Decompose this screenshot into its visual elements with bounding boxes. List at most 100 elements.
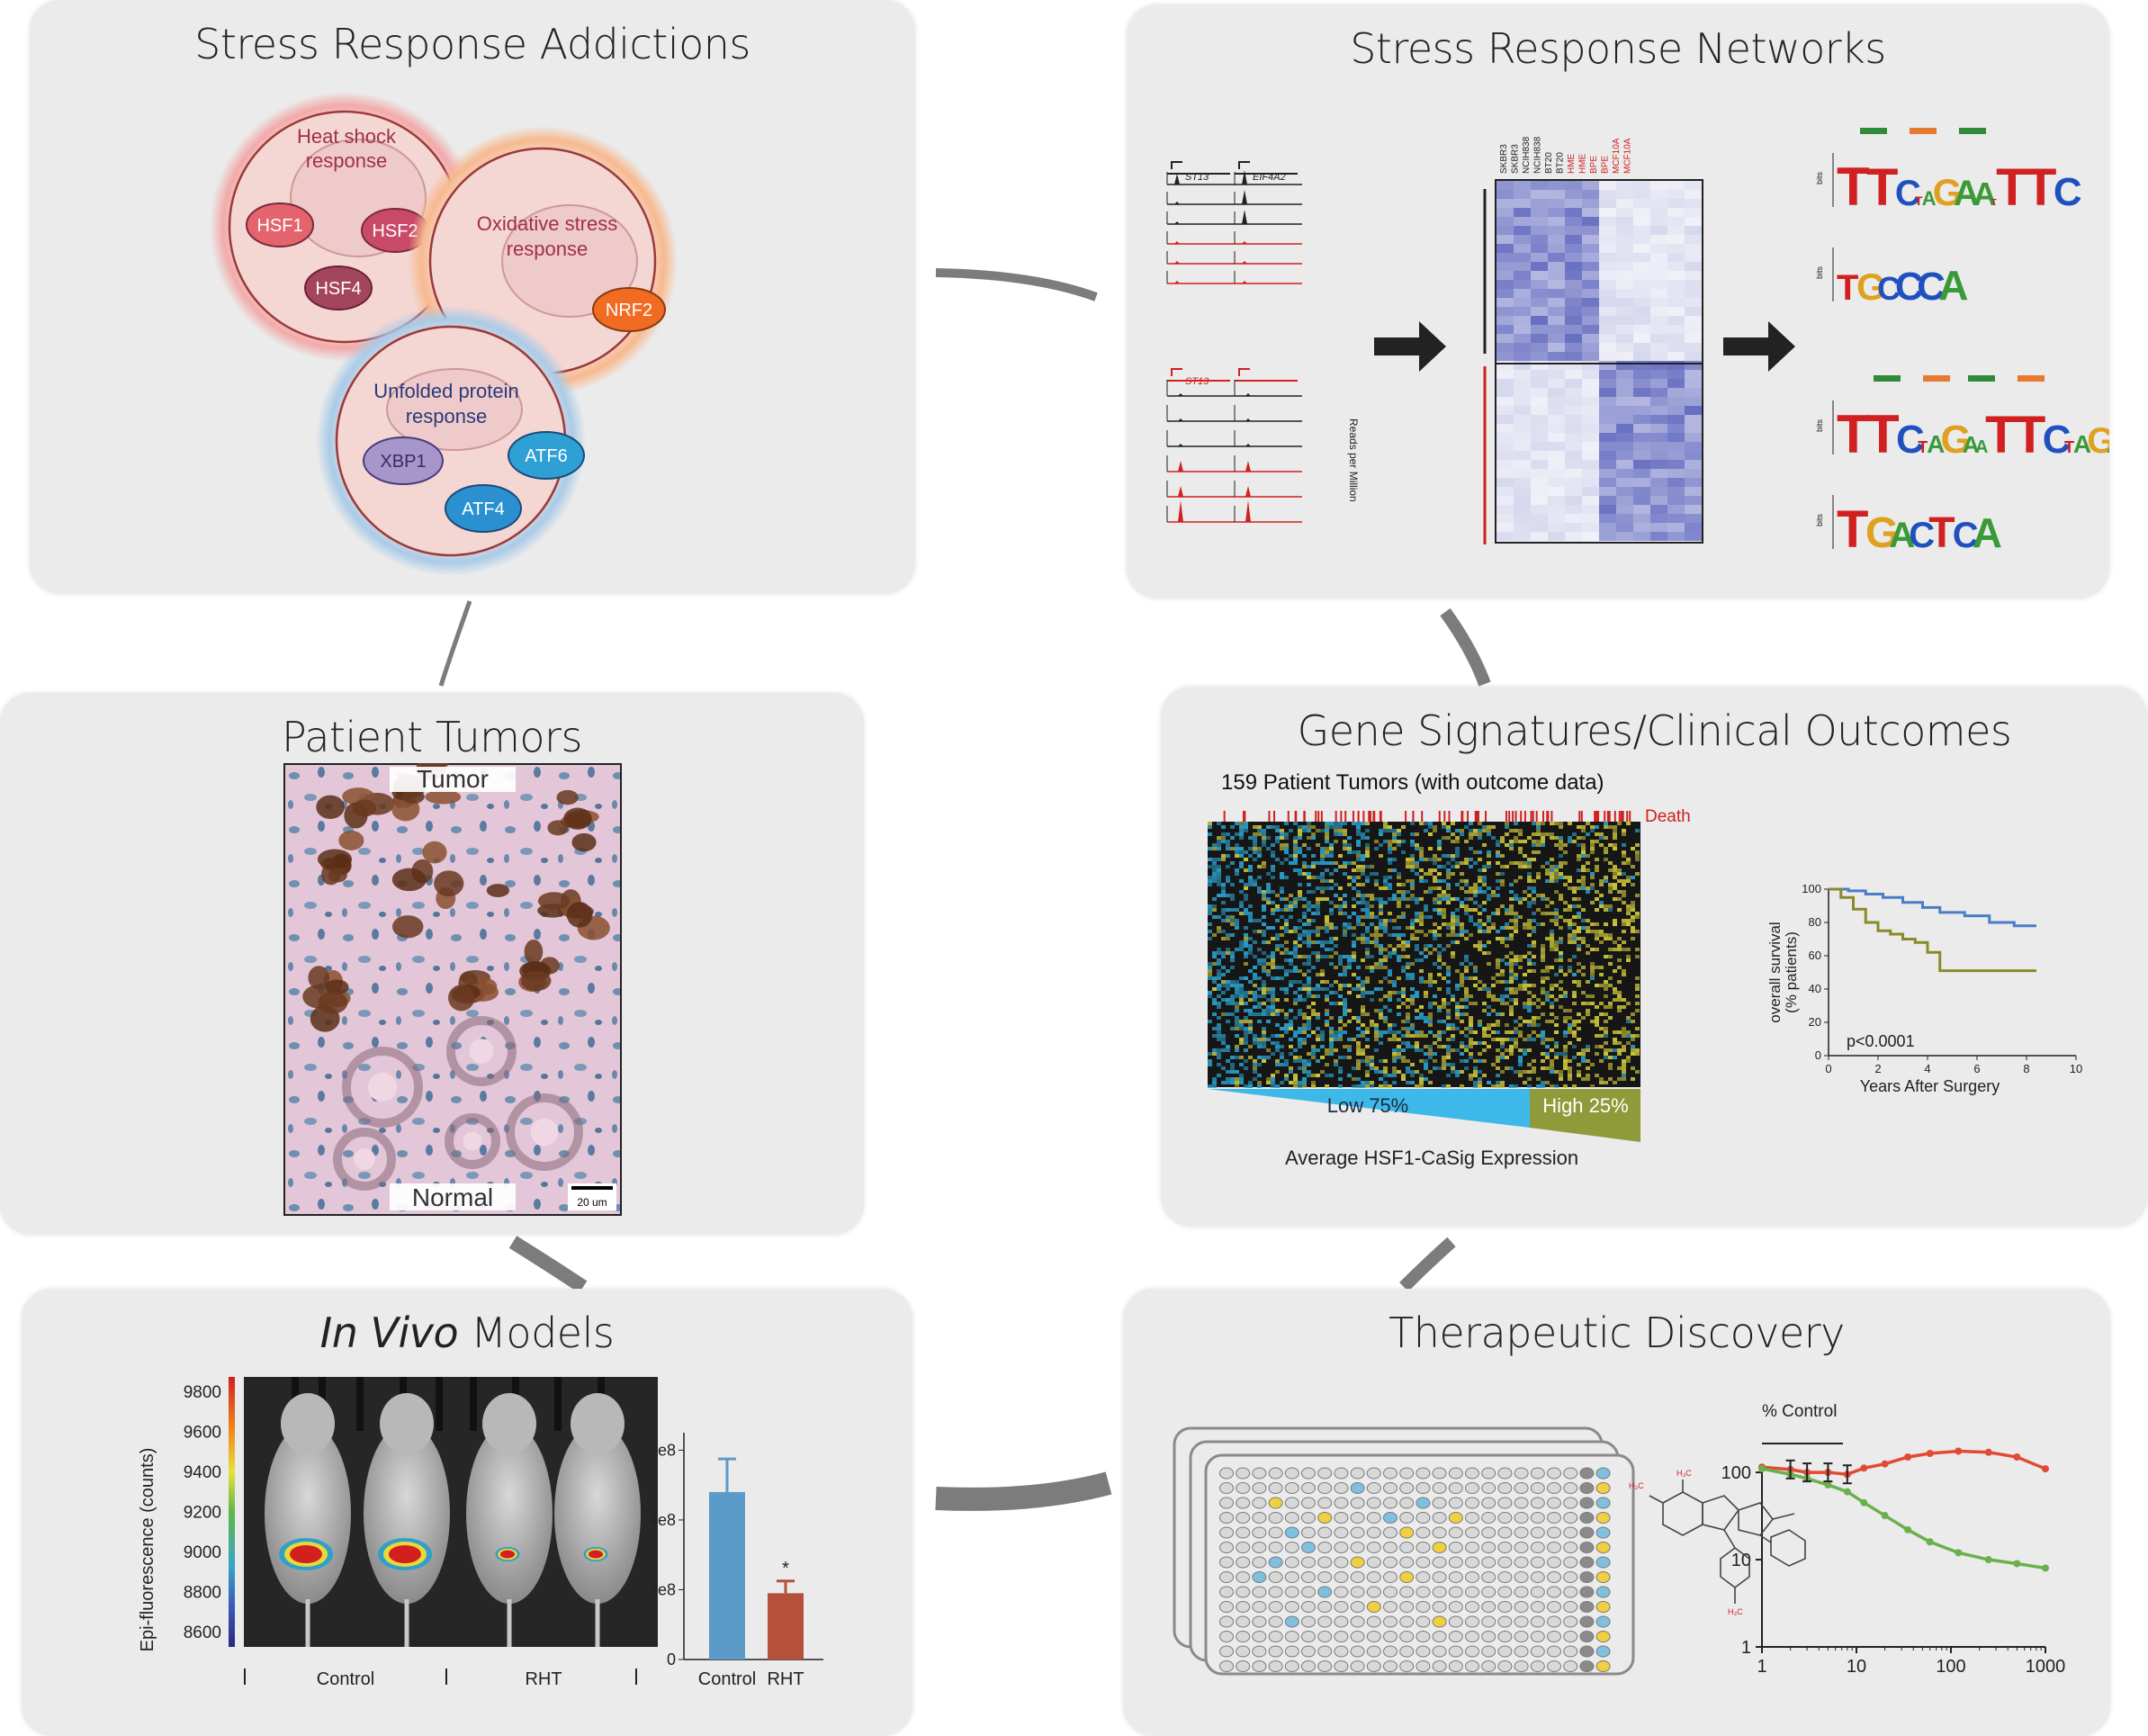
patient-heat-cell — [1311, 1048, 1316, 1052]
patient-heat-cell — [1352, 850, 1356, 854]
patient-heat-cell — [1505, 832, 1509, 836]
patient-heat-cell — [1388, 1038, 1392, 1041]
heat-shock-cell: Heat shock response HSF1 HSF2 HSF4 — [210, 92, 480, 362]
patient-heat-cell — [1388, 868, 1392, 872]
patient-heat-cell — [1635, 854, 1640, 858]
heatmap-cell — [1548, 388, 1565, 397]
patient-heat-cell — [1505, 1066, 1509, 1070]
y-tick-label: 40 — [1809, 982, 1821, 995]
stained-cell — [448, 985, 475, 1012]
gene-st13: ST13 — [1185, 172, 1209, 183]
patient-heat-cell — [1248, 998, 1253, 1002]
patient-heat-cell — [1307, 994, 1311, 998]
patient-heat-cell — [1455, 1002, 1460, 1005]
patient-heat-cell — [1608, 1063, 1613, 1066]
patient-heat-cell — [1325, 836, 1329, 840]
patient-heat-cell — [1514, 840, 1518, 843]
patient-heat-cell — [1577, 1027, 1581, 1030]
patient-heat-cell — [1514, 930, 1518, 933]
patient-heat-cell — [1572, 904, 1577, 908]
patient-heat-cell — [1451, 822, 1455, 825]
heatmap-cell — [1548, 379, 1565, 388]
patient-heat-cell — [1419, 897, 1424, 901]
patient-heat-cell — [1289, 1020, 1293, 1023]
patient-heat-cell — [1550, 940, 1554, 944]
patient-heat-cell — [1437, 1005, 1442, 1009]
patient-heat-cell — [1635, 843, 1640, 847]
patient-heat-cell — [1388, 973, 1392, 976]
patient-heat-cell — [1442, 894, 1446, 897]
patient-heat-cell — [1478, 944, 1482, 948]
patient-heat-cell — [1325, 987, 1329, 991]
patient-heat-cell — [1428, 832, 1433, 836]
heatmap-cell — [1514, 244, 1531, 253]
heatmap-cell — [1531, 343, 1548, 352]
well — [1547, 1526, 1561, 1539]
patient-heat-cell — [1388, 850, 1392, 854]
heatmap-cell — [1496, 316, 1514, 325]
patient-heat-cell — [1325, 854, 1329, 858]
heatmap-cell — [1685, 523, 1702, 532]
patient-heat-cell — [1230, 994, 1235, 998]
patient-heat-cell — [1244, 897, 1248, 901]
patient-heat-cell — [1379, 1070, 1383, 1074]
patient-heat-cell — [1631, 865, 1635, 868]
patient-heat-cell — [1347, 843, 1352, 847]
well — [1530, 1467, 1545, 1480]
patient-heat-cell — [1496, 973, 1500, 976]
dose-point — [1984, 1556, 1992, 1564]
patient-heat-cell — [1293, 948, 1298, 951]
well — [1481, 1556, 1496, 1569]
heatmap-cell — [1531, 496, 1548, 505]
patient-heat-cell — [1419, 976, 1424, 980]
heatmap-cell — [1650, 361, 1667, 370]
heatmap-cell — [1582, 307, 1599, 316]
dose-point — [2013, 1560, 2021, 1568]
patient-heat-cell — [1352, 933, 1356, 937]
heatmap-cell — [1650, 379, 1667, 388]
patient-heat-cell — [1509, 998, 1514, 1002]
patient-heat-cell — [1586, 1048, 1590, 1052]
patient-heat-cell — [1604, 1030, 1608, 1034]
patient-heat-cell — [1410, 962, 1415, 966]
patient-heat-cell — [1622, 861, 1626, 865]
patient-heat-cell — [1257, 1005, 1262, 1009]
patient-heat-cell — [1595, 832, 1599, 836]
patient-heat-cell — [1469, 832, 1473, 836]
arrow-right-icon — [1374, 321, 1446, 372]
patient-heat-cell — [1379, 908, 1383, 912]
patient-heat-cell — [1500, 994, 1505, 998]
patient-heat-cell — [1433, 886, 1437, 890]
patient-heat-cell — [1527, 1070, 1532, 1074]
patient-heat-cell — [1622, 894, 1626, 897]
patient-heat-cell — [1329, 908, 1334, 912]
heatmap-cell — [1667, 352, 1685, 361]
patient-heat-cell — [1302, 955, 1307, 958]
patient-heat-cell — [1581, 843, 1586, 847]
patient-heat-cell — [1307, 1070, 1311, 1074]
heatmap-cell — [1633, 190, 1650, 199]
patient-heat-cell — [1613, 836, 1617, 840]
patient-heat-cell — [1572, 1020, 1577, 1023]
patient-heat-cell — [1442, 1002, 1446, 1005]
heatmap-cell — [1548, 235, 1565, 244]
well — [1366, 1467, 1381, 1480]
patient-heat-cell — [1275, 966, 1280, 969]
patient-heat-cell — [1307, 872, 1311, 876]
well — [1284, 1615, 1299, 1628]
well — [1252, 1482, 1267, 1494]
patient-heat-cell — [1379, 829, 1383, 832]
heatmap-cell — [1685, 316, 1702, 325]
patient-heat-cell — [1523, 984, 1527, 987]
patient-heat-cell — [1320, 879, 1325, 883]
patient-heat-cell — [1446, 922, 1451, 926]
well — [1350, 1631, 1365, 1642]
patient-heat-cell — [1469, 1056, 1473, 1059]
well — [1334, 1586, 1349, 1598]
patient-heat-cell — [1478, 850, 1482, 854]
patient-heat-cell — [1379, 1030, 1383, 1034]
patient-heat-cell — [1338, 955, 1343, 958]
heatmap-cell — [1531, 190, 1548, 199]
patient-heat-cell — [1433, 1059, 1437, 1063]
patient-heat-cell — [1338, 1084, 1343, 1088]
